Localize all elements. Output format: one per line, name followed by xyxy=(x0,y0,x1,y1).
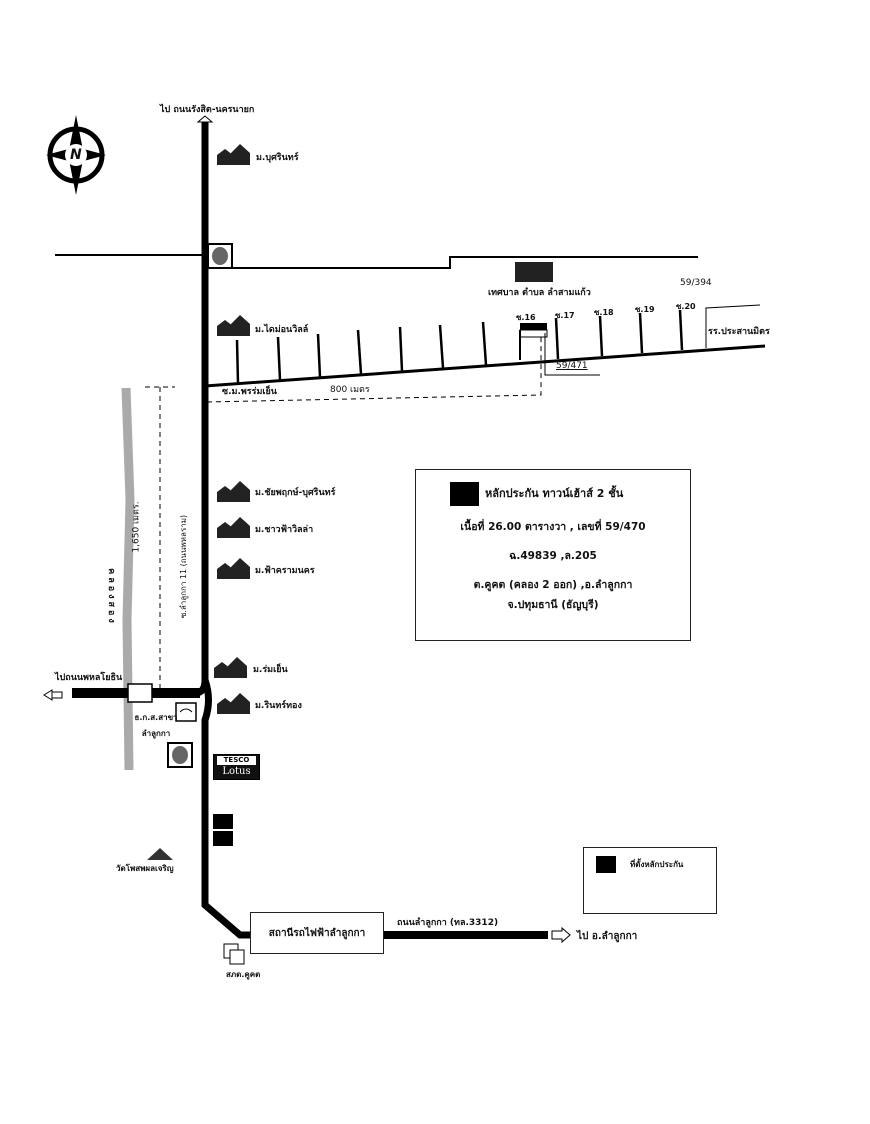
soi-branches xyxy=(235,309,684,384)
soi-label: ซ.16 xyxy=(516,313,536,322)
soi-label: ซ.20 xyxy=(676,302,696,311)
village-label: ม.รินทร์ทอง xyxy=(255,701,302,711)
canal xyxy=(121,387,135,771)
municipality-label: เทศบาล ตำบล ลำสามแก้ว xyxy=(488,288,591,298)
tesco-lotus-logo: TESCO Lotus xyxy=(213,754,260,780)
house-icon xyxy=(215,314,251,336)
soi-label: ซ.17 xyxy=(555,311,575,320)
village-label: ม.ร่มเย็น xyxy=(253,665,288,675)
soi-name-label: ซ.ม.พรร่มเย็น xyxy=(222,387,277,397)
arrow-west-icon xyxy=(43,689,63,701)
info-deed-line: ฉ.49839 ,ล.205 xyxy=(509,550,597,562)
gas-station-icon xyxy=(167,742,193,768)
main-road-label: ซ.ลำลูกกา 11 (ถนนพหลราม) xyxy=(179,514,189,619)
legend-box: ที่ตั้งหลักประกัน xyxy=(583,847,717,914)
distance-800-line xyxy=(206,335,542,403)
soi-road xyxy=(204,344,766,388)
distance-1650-line xyxy=(145,386,175,690)
village-label: ม.ไดม่อนวิลล์ xyxy=(255,325,309,335)
top-direction-label: ไป ถนนรังสิต-นครนายก xyxy=(160,105,255,115)
soi-label: ซ.19 xyxy=(635,305,655,314)
lotus-text: Lotus xyxy=(222,766,251,777)
arrow-north-icon xyxy=(196,115,214,123)
north-road xyxy=(55,254,698,269)
house-icon xyxy=(215,516,251,538)
collateral-info-box: หลักประกัน ทาวน์เฮ้าส์ 2 ชั้น เนื้อที่ 2… xyxy=(415,469,691,641)
collateral-legend-square xyxy=(450,482,479,506)
village-label: ม.ฟ้าครามนคร xyxy=(255,566,315,576)
house-icon xyxy=(215,557,251,579)
plot-59-471-label: 59/471 xyxy=(556,361,588,371)
village-label: ม.บุศรินทร์ xyxy=(256,153,299,163)
school-plot xyxy=(705,304,761,348)
info-address-line: ต.คูคต (คลอง 2 ออก) ,อ.ลำลูกกา xyxy=(473,579,633,591)
distance-800-label: 800 เมตร xyxy=(330,385,370,395)
east-road-label: ถนนลำลูกกา (ทล.3312) xyxy=(397,918,499,928)
house-icon xyxy=(212,656,248,678)
temple-label: วัดโพสพผลเจริญ xyxy=(116,864,174,873)
canal-label: คลองสอง xyxy=(105,568,116,626)
village-label: ม.ชาวฟ้าวิลล่า xyxy=(255,525,314,535)
municipality-icon xyxy=(515,262,553,282)
house-icon xyxy=(215,480,251,502)
info-province-line: จ.ปทุมธานี (ธัญบุรี) xyxy=(507,599,599,611)
tesco-text: TESCO xyxy=(217,756,256,765)
house-icon xyxy=(215,692,251,714)
school-label: รร.ประสานมิตร xyxy=(708,327,770,337)
compass-icon xyxy=(46,115,106,195)
village-label: ม.ชัยพฤกษ์-บุศรินทร์ xyxy=(255,488,336,498)
legend-label: ที่ตั้งหลักประกัน xyxy=(630,860,684,869)
info-title: หลักประกัน ทาวน์เฮ้าส์ 2 ชั้น xyxy=(485,487,624,500)
west-direction-label: ไปถนนพหลโยธิน xyxy=(55,673,123,683)
collateral-marker xyxy=(520,323,547,330)
gas-station-icon xyxy=(207,243,233,269)
house-icon xyxy=(215,143,251,165)
station-label: สถานีรถไฟฟ้าลำลูกกา xyxy=(268,927,366,939)
soi-label: ซ.18 xyxy=(594,308,614,317)
police-label: สภต.คูคต xyxy=(226,970,261,979)
distance-1650-label: 1,650 เมตร. xyxy=(131,501,142,553)
arrow-east-icon xyxy=(551,926,571,944)
east-direction-label: ไป อ.ลำลูกกา xyxy=(577,931,638,942)
bank-label: ธ.ก.ส.สาขา ลำลูกกา xyxy=(134,713,178,738)
bank-icon xyxy=(175,702,197,722)
station-box: สถานีรถไฟฟ้าลำลูกกา xyxy=(250,912,384,954)
legend-square xyxy=(596,856,616,873)
temple-icon xyxy=(147,848,173,860)
compass-label: N xyxy=(70,147,82,163)
police-icon xyxy=(223,943,245,965)
scb-icon xyxy=(213,814,233,846)
info-area-line: เนื้อที่ 26.00 ตารางวา , เลขที่ 59/470 xyxy=(460,521,646,533)
bridge xyxy=(127,683,153,703)
plot-59-394-label: 59/394 xyxy=(680,278,712,288)
